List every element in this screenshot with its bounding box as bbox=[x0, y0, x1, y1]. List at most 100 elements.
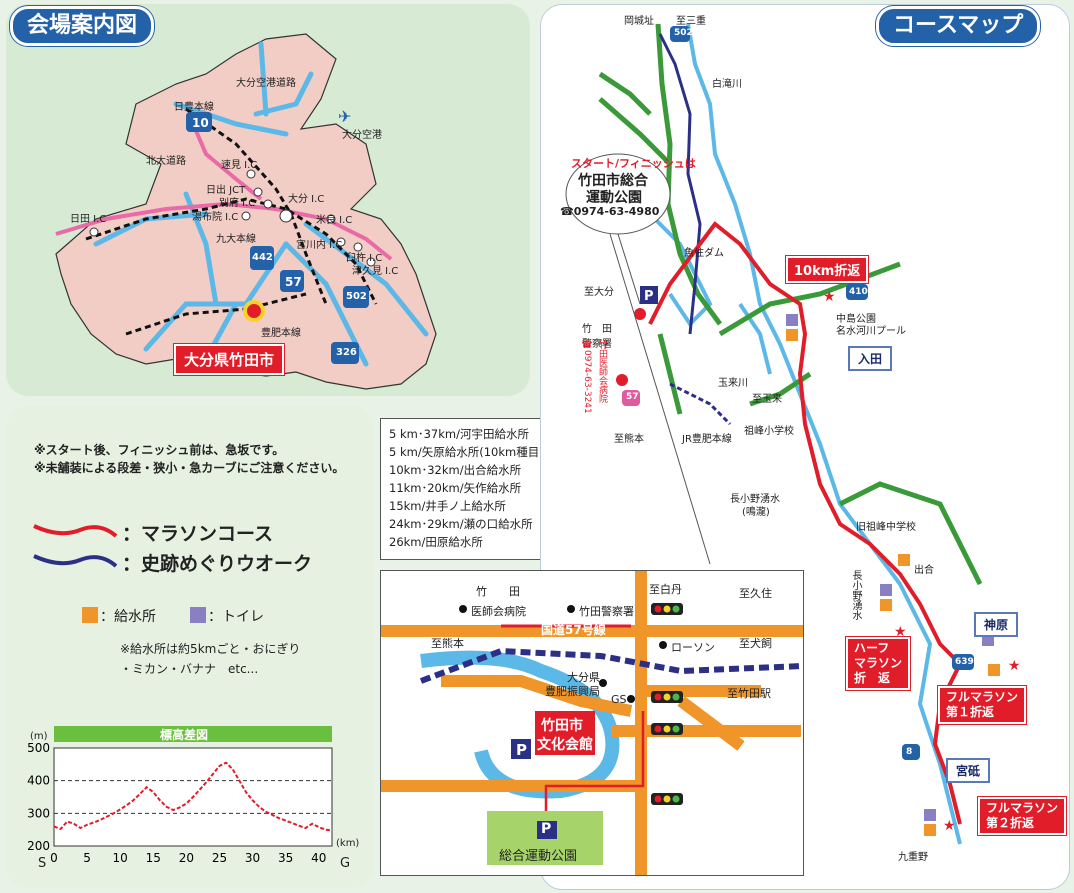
legend-walk-label: ：史跡めぐりウオーク bbox=[122, 553, 313, 575]
route-442: 442 bbox=[252, 252, 273, 263]
svg-text:P: P bbox=[644, 289, 654, 304]
elevation-x-tick: 0 bbox=[50, 851, 58, 865]
water-note-2: ・ミカン・バナナ etc... bbox=[120, 662, 259, 676]
label-tamarai: 玉来川 bbox=[718, 378, 748, 389]
elevation-y-tick: 400 bbox=[27, 774, 50, 788]
city-label: 大分県竹田市 bbox=[174, 344, 285, 375]
inset-map: 竹 田 医師会病院 竹田警察署 至白丹 至久住 国道57号線 至熊本 ローソン … bbox=[380, 570, 804, 876]
label-hohi-top: 日豊本線 bbox=[174, 102, 214, 113]
label-hokudai-road: 北大道路 bbox=[146, 156, 186, 167]
course-map: P ★ ★ ★ ★ bbox=[565, 23, 1021, 845]
legend-walk-line bbox=[33, 554, 118, 568]
label-tsukumi-ic: 津久見 I.C bbox=[352, 266, 399, 277]
elevation-title: 標高差図 bbox=[160, 728, 209, 742]
label-jr-hohi: JR豊肥本線 bbox=[682, 434, 732, 445]
label-to-oita: 至大分 bbox=[584, 287, 614, 298]
label-taketa-police: 竹 田 警察署 bbox=[582, 324, 612, 350]
route-410: 410 bbox=[849, 287, 868, 297]
water-station-item: 5 km/矢原給水所(10km種目) bbox=[389, 445, 544, 459]
label-hiji-jct: 日出 JCT bbox=[206, 185, 246, 196]
svg-text:★: ★ bbox=[894, 624, 907, 640]
venue-phone: ☎0974-63-4980 bbox=[560, 205, 660, 218]
elevation-x-tick: 15 bbox=[146, 851, 161, 865]
inset-to-kumamoto: 至熊本 bbox=[431, 637, 464, 650]
route-shields bbox=[186, 112, 369, 364]
legend-marathon-line bbox=[33, 524, 118, 538]
prefecture-map: ✈ bbox=[55, 33, 437, 390]
full-turn-1-tag: フルマラソン 第１折返 bbox=[938, 686, 1027, 724]
label-usuki-ic: 臼杵 I.C bbox=[346, 253, 383, 264]
water-station-item: 26km/田原給水所 bbox=[389, 535, 483, 549]
inset-to-inukai: 至犬飼 bbox=[739, 637, 772, 650]
inset-route57: 国道57号線 bbox=[541, 623, 606, 637]
venue-name-1: 竹田市総合 bbox=[578, 173, 648, 189]
label-to-tamarai: 至玉来 bbox=[752, 394, 782, 405]
place-miyato: 宮砥 bbox=[946, 758, 991, 783]
svg-text:★: ★ bbox=[943, 818, 956, 834]
water-station-item: 10km･32km/出合給水所 bbox=[389, 463, 522, 477]
elevation-x-tick: 10 bbox=[113, 851, 128, 865]
start-finish-label: スタート/フィニッシュは bbox=[571, 157, 696, 170]
turn-10km: 10km折返 bbox=[786, 256, 869, 283]
full-turn-2-tag: フルマラソン 第２折返 bbox=[978, 797, 1067, 835]
label-kyudai-line: 九大本線 bbox=[216, 234, 256, 245]
route-326: 326 bbox=[336, 347, 357, 358]
label-oita-ic: 大分 I.C bbox=[288, 194, 325, 205]
inset-to-taketa-st: 至竹田駅 bbox=[727, 687, 771, 700]
label-oka-castle: 岡城址 bbox=[624, 16, 654, 27]
inset-medical-hospital: 医師会病院 bbox=[471, 605, 526, 618]
elevation-x-tick: 30 bbox=[245, 851, 260, 865]
elevation-x-tick: 5 bbox=[83, 851, 91, 865]
elevation-unit-x: (km) bbox=[336, 838, 360, 849]
elevation-y-tick: 300 bbox=[27, 806, 50, 820]
label-hospital-phone: ☎0974-63-3241 bbox=[582, 340, 592, 414]
route-502-course: 502 bbox=[674, 28, 693, 38]
label-meisui-pool: 名水河川プール bbox=[836, 326, 906, 337]
legend-marathon-label: ：マラソンコース bbox=[122, 523, 274, 545]
label-kamusen: (鳴瀧) bbox=[742, 507, 770, 518]
elevation-unit-y: (m) bbox=[30, 731, 48, 742]
water-station-item: 15km/井手ノ上給水所 bbox=[389, 499, 506, 513]
place-kanbara: 神原 bbox=[974, 612, 1019, 637]
venue-name-2: 運動公園 bbox=[586, 190, 642, 206]
elevation-line bbox=[53, 761, 333, 832]
start-pin bbox=[632, 306, 648, 322]
label-to-mie: 至三重 bbox=[676, 16, 706, 27]
label-uozumi-dam: 魚住ダム bbox=[684, 248, 724, 259]
route-502: 502 bbox=[346, 291, 367, 302]
inset-parking-left: P bbox=[516, 741, 527, 759]
note-line-1: ※スタート後、フィニッシュ前は、急坂です。 bbox=[34, 443, 285, 457]
inset-hall-1: 竹田市 bbox=[541, 718, 583, 734]
course-map-header: コースマップ bbox=[876, 6, 1041, 46]
label-old-somine-jh: 旧祖峰中学校 bbox=[856, 522, 916, 533]
inset-hall-2: 文化会館 bbox=[537, 737, 593, 753]
inset-to-kuju: 至久住 bbox=[739, 587, 772, 600]
inset-taketa: 竹 田 bbox=[476, 585, 520, 598]
water-station-swatch bbox=[82, 607, 98, 623]
inset-oita-pref: 大分県 bbox=[567, 671, 600, 684]
half-turn-tag: ハーフ マラソン 折 返 bbox=[846, 637, 911, 690]
toilet-swatch bbox=[190, 607, 206, 623]
label-osono-spring: 長小野湧水 bbox=[730, 494, 780, 505]
label-nagaono-spring2: 長小野湧水 bbox=[850, 570, 861, 620]
venue-map-header: 会場案内図 bbox=[10, 6, 155, 46]
route-8: 8 bbox=[906, 747, 913, 757]
route-639: 639 bbox=[955, 657, 974, 667]
label-hospital: 竹田医師会病院 bbox=[597, 340, 607, 403]
water-note-1: ※給水所は約5kmごと・おにぎり bbox=[120, 642, 301, 656]
water-station-item: 24km･29km/瀬の口給水所 bbox=[389, 517, 533, 531]
label-airport-road: 大分空港道路 bbox=[236, 78, 296, 89]
label-hayami-ic: 速見 I.C bbox=[221, 160, 258, 171]
note-line-2: ※未舗装による段差・狭小・急カーブにご注意ください。 bbox=[34, 461, 345, 475]
inset-park: 総合運動公園 bbox=[499, 849, 578, 864]
inset-gs: GS bbox=[611, 693, 627, 706]
city-pin bbox=[243, 300, 265, 322]
label-miyakawachi-ic: 宮川内 I.C bbox=[296, 240, 343, 251]
svg-text:★: ★ bbox=[1008, 658, 1021, 674]
legend-water-label: ：給水所 bbox=[100, 609, 156, 625]
label-kujuno: 九重野 bbox=[898, 852, 928, 863]
label-to-kumamoto: 至熊本 bbox=[614, 434, 644, 445]
elevation-goal: G bbox=[340, 856, 351, 871]
